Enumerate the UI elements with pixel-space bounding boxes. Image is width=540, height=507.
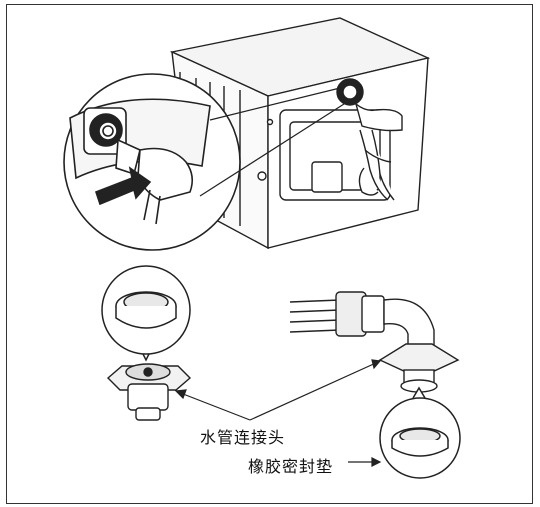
zoom-line xyxy=(199,103,345,197)
zoom-inset xyxy=(63,73,241,251)
hose-connector-label: 水管连接头 xyxy=(200,428,286,447)
zoom-line xyxy=(209,87,341,121)
hose-assembly xyxy=(289,291,460,393)
gasket-callout-right xyxy=(379,386,461,479)
rubber-gasket-label: 橡胶密封垫 xyxy=(248,457,334,476)
gasket-callout-left xyxy=(101,265,191,362)
valve-inset-small xyxy=(336,78,403,201)
hose-connector-part xyxy=(106,363,192,421)
leader-lines xyxy=(174,359,382,467)
